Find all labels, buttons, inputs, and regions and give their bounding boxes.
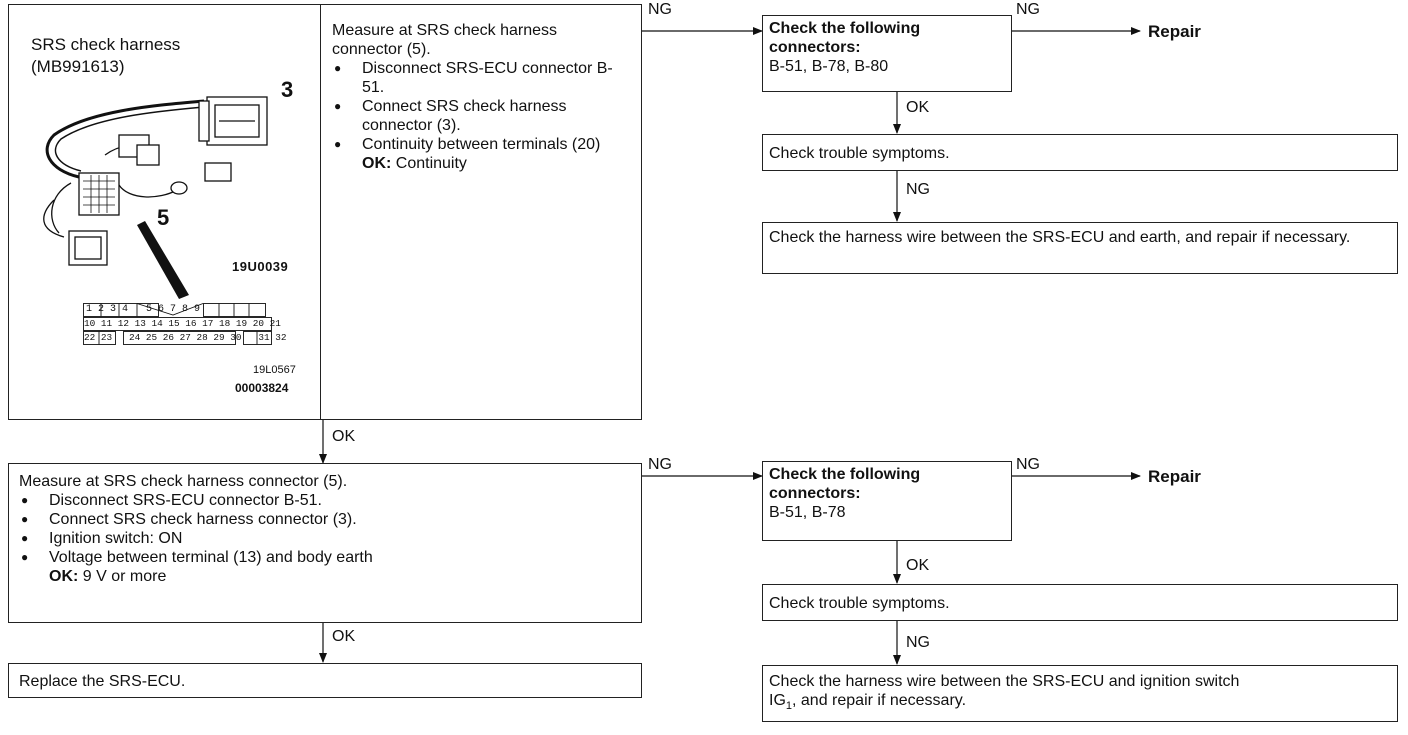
harness-check-text: Check the harness wire between the SRS-E… bbox=[769, 673, 1240, 690]
harness-check-text: , and repair if necessary. bbox=[792, 692, 967, 709]
ignition-terminal-subscript: 1 bbox=[785, 700, 793, 713]
check-connectors-title: Check the following connectors: bbox=[769, 466, 921, 502]
check-connectors-box: Check the following connectors: B-51, B-… bbox=[762, 461, 1012, 541]
ok-criterion-label: OK: bbox=[362, 155, 392, 172]
trouble-symptoms-box: Check trouble symptoms. bbox=[762, 134, 1398, 171]
figure-code: 19U0039 bbox=[232, 259, 289, 274]
ng-label: NG bbox=[648, 456, 672, 473]
ignition-terminal: IG bbox=[769, 692, 786, 709]
replace-ecu-box: Replace the SRS-ECU. bbox=[8, 663, 642, 698]
connector-pin-diagram: 1 2 3 4 5 6 7 8 9 10 11 12 13 14 15 16 1… bbox=[83, 303, 287, 352]
connector-list: B-51, B-78 bbox=[769, 504, 846, 521]
ok-label: OK bbox=[332, 428, 356, 445]
figure-code: 00003824 bbox=[235, 381, 289, 395]
list-item: Connect SRS check harness connector (3). bbox=[332, 97, 631, 135]
illustration-panel: SRS check harness (MB991613) 3 5 19U0039 bbox=[8, 4, 321, 420]
step2-list: Disconnect SRS-ECU connector B-51. Conne… bbox=[19, 491, 631, 586]
list-item: Ignition switch: ON bbox=[19, 529, 631, 548]
list-item: Disconnect SRS-ECU connector B-51. bbox=[19, 491, 631, 510]
ng-label: NG bbox=[1016, 456, 1040, 473]
ok-label: OK bbox=[906, 99, 930, 116]
list-item: Continuity between terminals (20) OK: Con… bbox=[332, 135, 631, 173]
ok-criterion-value: 9 V or more bbox=[82, 568, 167, 585]
connector-list: B-51, B-78, B-80 bbox=[769, 58, 889, 75]
harness-check-box: Check the harness wire between the SRS-E… bbox=[762, 222, 1398, 274]
step1-measure-box: Measure at SRS check harness connector (… bbox=[320, 4, 642, 420]
check-connectors-box: Check the following connectors: B-51, B-… bbox=[762, 15, 1012, 92]
ok-label: OK bbox=[906, 557, 930, 574]
trouble-symptoms-box: Check trouble symptoms. bbox=[762, 584, 1398, 621]
ng-label: NG bbox=[1016, 1, 1040, 18]
ok-label: OK bbox=[332, 628, 356, 645]
list-item: Voltage between terminal (13) and body e… bbox=[19, 548, 631, 586]
ng-label: NG bbox=[906, 181, 930, 198]
step1-title-line2: connector (5). bbox=[332, 41, 431, 58]
step1-title-line1: Measure at SRS check harness bbox=[332, 22, 557, 39]
repair-label: Repair bbox=[1148, 467, 1201, 486]
check-connectors-title: Check the following connectors: bbox=[769, 20, 921, 56]
list-item-text: Voltage between terminal (13) and body e… bbox=[49, 549, 373, 566]
list-item: Connect SRS check harness connector (3). bbox=[19, 510, 631, 529]
harness-check-box: Check the harness wire between the SRS-E… bbox=[762, 665, 1398, 722]
harness-illustration bbox=[43, 96, 268, 299]
step2-title: Measure at SRS check harness connector (… bbox=[19, 473, 348, 490]
ok-criterion-label: OK: bbox=[49, 568, 79, 585]
figure-code: 19L0567 bbox=[253, 364, 296, 376]
harness-label: SRS check harness bbox=[31, 35, 181, 54]
pin-row-1: 1 2 3 4 5 6 7 8 9 bbox=[86, 304, 201, 315]
step1-list: Disconnect SRS-ECU connector B-51. Conne… bbox=[332, 59, 631, 173]
pin-row-2: 10 11 12 13 14 15 16 17 18 19 20 21 bbox=[84, 318, 281, 329]
ok-criterion-value: Continuity bbox=[395, 155, 467, 172]
repair-label: Repair bbox=[1148, 22, 1201, 41]
ng-label: NG bbox=[648, 1, 672, 18]
ng-label: NG bbox=[906, 634, 930, 651]
list-item-text: Continuity between terminals (20) bbox=[362, 136, 601, 153]
connector-5-label: 5 bbox=[157, 205, 170, 230]
connector-3-label: 3 bbox=[281, 77, 294, 102]
pin-row-3: 22 23 24 25 26 27 28 29 30 31 32 bbox=[84, 332, 287, 343]
list-item: Disconnect SRS-ECU connector B-51. bbox=[332, 59, 631, 97]
harness-part-number: (MB991613) bbox=[31, 57, 125, 76]
step2-measure-box: Measure at SRS check harness connector (… bbox=[8, 463, 642, 623]
